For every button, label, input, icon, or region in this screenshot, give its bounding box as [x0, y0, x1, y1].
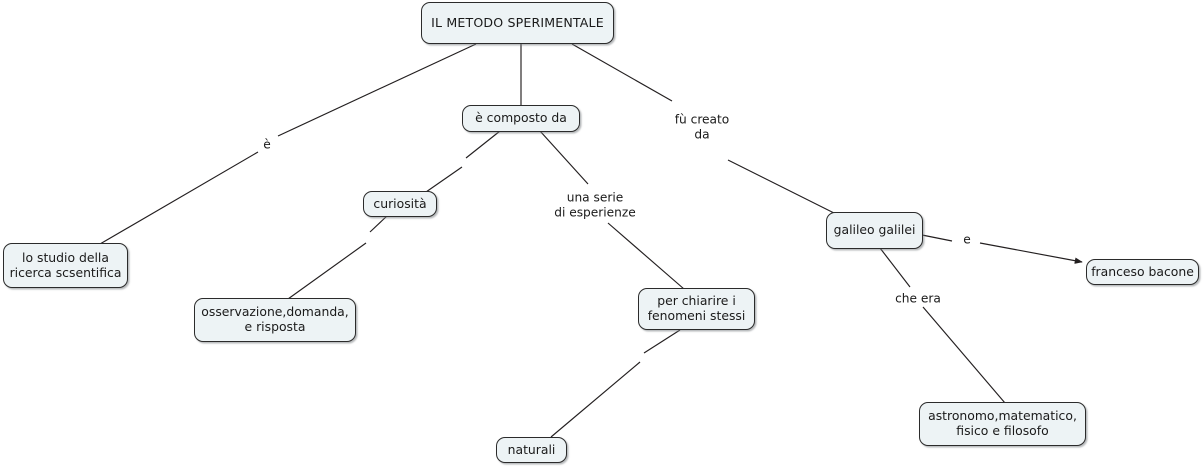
edge-galileo-to-e [921, 234, 953, 242]
edge-chiarire-to-naturali-lower [550, 361, 641, 438]
edge-composto-to-curiosita-upper [465, 130, 501, 159]
edge-metodo-to-studio-upper [277, 43, 477, 137]
link-label-una-serie-di-esperienze[interactable]: una serie di esperienze [554, 190, 636, 219]
edge-metodo-to-fucreato [571, 43, 673, 102]
node-franceso-bacone[interactable]: franceso bacone [1086, 259, 1199, 285]
edge-curiosita-to-osservazione-lower [287, 242, 367, 300]
edge-metodo-to-studio-lower [99, 151, 259, 245]
node-per-chiarire-i-fenomeni-stessi[interactable]: per chiarire i fenomeni stessi [638, 288, 755, 330]
edge-curiosita-to-osservazione-upper [369, 214, 389, 233]
node-osservazione-domanda-risposta[interactable]: osservazione,domanda, e risposta [194, 298, 356, 342]
link-label-fu-creato-da[interactable]: fù creato da [674, 112, 730, 141]
link-label-che-era[interactable]: che era [895, 291, 941, 306]
edge-chiarire-to-naturali-upper [643, 329, 681, 354]
link-label-e-studio[interactable]: è [263, 137, 271, 152]
edge-e-to-bacone-arrow [979, 242, 1083, 264]
edge-unaserie-to-chiarire [607, 222, 685, 290]
edge-fucreato-to-galileo [727, 159, 843, 218]
edge-cheera-to-astronomo [922, 306, 1006, 404]
node-lo-studio-della-ricerca[interactable]: lo studio della ricerca scsentifica [3, 243, 128, 288]
edge-composto-to-unaserie [539, 130, 589, 185]
node-naturali[interactable]: naturali [496, 437, 567, 463]
edge-galileo-to-cheera [879, 247, 911, 288]
node-il-metodo-sperimentale[interactable]: IL METODO SPERIMENTALE [421, 2, 614, 44]
node-e-composto-da[interactable]: è composto da [462, 105, 580, 132]
node-curiosita[interactable]: curiosità [363, 191, 437, 217]
node-galileo-galilei[interactable]: galileo galilei [826, 212, 923, 249]
link-label-e-conjunction[interactable]: e [963, 232, 971, 247]
edge-composto-to-curiosita-lower [425, 166, 463, 193]
node-astronomo-matematico-fisico-filosofo[interactable]: astronomo,matematico, fisico e filosofo [919, 402, 1086, 446]
